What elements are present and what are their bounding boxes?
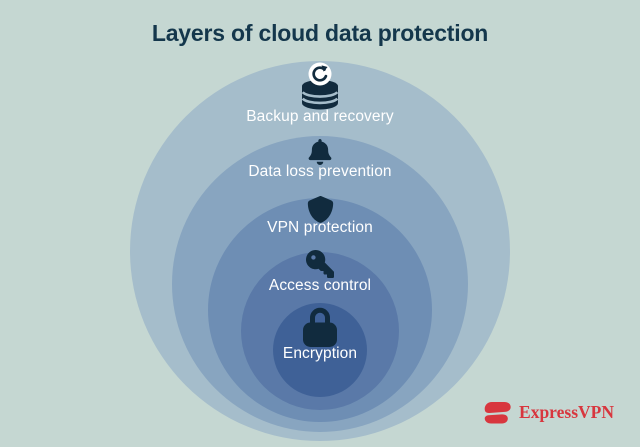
brand-name: ExpressVPN xyxy=(519,402,614,422)
brand-logo: ExpressVPN xyxy=(481,399,614,426)
layer-label-encryption: Encryption xyxy=(282,345,358,362)
key-icon xyxy=(0,250,640,278)
layer-label-backup-and-recovery: Backup and recovery xyxy=(246,108,394,125)
lock-icon xyxy=(0,306,640,347)
expressvpn-mark-icon xyxy=(481,399,512,426)
ring-encryption xyxy=(273,303,367,397)
page-title: Layers of cloud data protection xyxy=(151,20,489,46)
layer-label-data-loss-prevention: Data loss prevention xyxy=(248,163,392,180)
layer-label-access-control: Access control xyxy=(268,277,372,294)
layer-label-vpn-protection: VPN protection xyxy=(267,219,373,236)
shield-icon xyxy=(0,196,640,223)
bell-icon xyxy=(0,139,640,165)
database-sync-icon xyxy=(0,62,640,110)
